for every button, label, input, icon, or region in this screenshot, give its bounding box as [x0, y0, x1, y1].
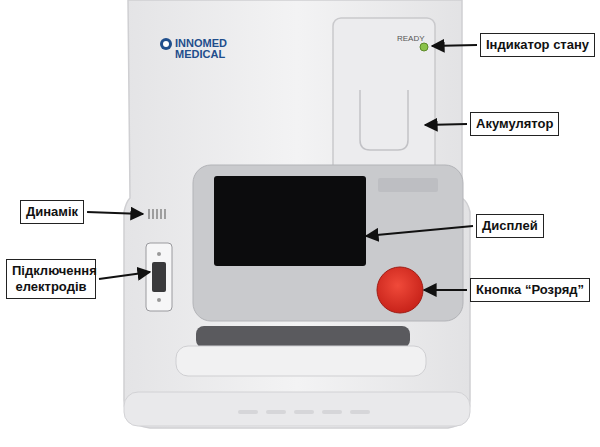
- device-body: [124, 0, 470, 428]
- handle-grip: [176, 346, 426, 376]
- battery-cover: [333, 18, 435, 180]
- callout-text: Динамік: [26, 204, 78, 220]
- callout-box: Кнопка “Розряд”: [470, 278, 590, 302]
- status-led: [420, 43, 428, 51]
- callout-text: Дисплей: [482, 218, 538, 234]
- leader-line: [366, 226, 473, 236]
- device-base: [124, 392, 470, 426]
- leader-line: [425, 124, 467, 125]
- brand-logo: INNOMED MEDICAL: [175, 38, 237, 60]
- leader-line: [424, 289, 467, 291]
- logo-mark: [160, 38, 172, 50]
- callout-text: Підключення електродів: [12, 263, 90, 295]
- callout-text: Акумулятор: [476, 116, 553, 132]
- display-bezel: [193, 165, 463, 321]
- speaker-grill: [149, 209, 165, 219]
- leader-line: [87, 212, 143, 214]
- callout-box: Дисплей: [476, 214, 544, 238]
- callout-box: Динамік: [20, 200, 84, 224]
- callout-box: Акумулятор: [470, 112, 559, 136]
- display-screen: [214, 176, 366, 266]
- base-bumps: [238, 410, 370, 414]
- handle-opening: [196, 326, 410, 348]
- callout-box: Підключення електродів: [6, 259, 96, 299]
- device-marking: READY: [397, 34, 425, 43]
- shock-button: [377, 267, 423, 313]
- callout-text: Кнопка “Розряд”: [476, 282, 584, 298]
- callout-box: Індикатор стану: [480, 33, 595, 57]
- callout-text: Індикатор стану: [486, 37, 589, 53]
- electrode-port: [146, 243, 172, 311]
- leader-line: [99, 272, 150, 279]
- leader-line: [432, 45, 477, 46]
